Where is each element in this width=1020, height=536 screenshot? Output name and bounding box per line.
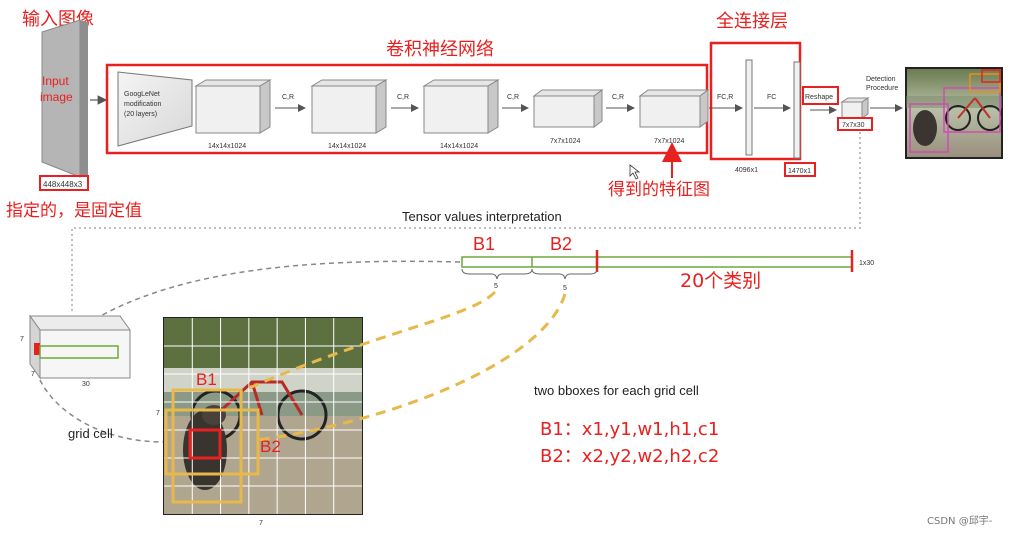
fc-arrow-1-label: FC,R (717, 94, 733, 101)
conv-block-2-dim: 14x14x1024 (328, 143, 366, 150)
cube-w-label: 7 (31, 371, 35, 378)
reshape-label: Reshape (805, 94, 833, 101)
svg-text:GoogLeNet: GoogLeNet (124, 91, 160, 98)
b2-link-curve (257, 293, 567, 442)
output-dim-label: 7x7x30 (842, 122, 865, 129)
grid-bbox-b1 (171, 388, 243, 504)
bbox-heading: two bboxes for each grid cell (534, 383, 699, 398)
tensor-b2-count: 5 (563, 285, 567, 292)
fixed-value-cn-label: 指定的，是固定值 (6, 201, 142, 221)
feature-map-cn-label: 得到的特征图 (608, 180, 710, 200)
input-image-slab: Input image (40, 19, 88, 178)
fc-dim-2-box (784, 162, 816, 177)
output-cube (840, 97, 870, 119)
conv-arrow-2-label: C,R (397, 94, 409, 101)
tensor-b1-label: B1 (473, 234, 495, 254)
grid-b2-label: B2 (260, 437, 281, 456)
conv-block-3-dim: 14x14x1024 (440, 143, 478, 150)
conv-blocks: 14x14x1024 C,R 14x14x1024 C,R 14x14x1024… (194, 79, 710, 150)
input-label-line1: Input (42, 74, 69, 88)
watermark: CSDN @邱宇- (927, 514, 993, 527)
input-size-box (39, 175, 89, 191)
tensor-bar (461, 250, 854, 272)
conv-block-2: 14x14x1024 (310, 79, 388, 150)
fc-cn-label: 全连接层 (716, 11, 788, 32)
fc-layer-1 (745, 59, 753, 156)
detection-line1: Detection (866, 76, 896, 83)
conv-arrow-4-label: C,R (612, 94, 624, 101)
brace-b2 (531, 268, 598, 280)
conv-block-5: 7x7x1024 (638, 89, 710, 145)
reshape-box (802, 86, 839, 105)
cnn-cn-label: 卷积神经网络 (386, 39, 494, 60)
output-dim-box (837, 117, 873, 131)
tensor-b1-count: 5 (494, 283, 498, 290)
svg-text:(20 layers): (20 layers) (124, 111, 157, 118)
fc-box (709, 41, 802, 161)
grid-b1-label: B1 (196, 370, 217, 389)
grid-photo (163, 317, 363, 515)
cursor-icon (629, 164, 641, 180)
grid-cell-label: grid cell (68, 426, 113, 441)
grid-side-label: 7 (156, 410, 160, 417)
fc-dim-2: 1470x1 (788, 168, 811, 175)
cube-h-label: 7 (20, 336, 24, 343)
googlenet-block: GoogLeNet modification (20 layers) (117, 71, 193, 147)
tensor-size-label: 1x30 (859, 260, 874, 267)
conv-block-3: 14x14x1024 (422, 79, 500, 150)
grid-bbox-b2 (164, 408, 260, 476)
conv-block-1-dim: 14x14x1024 (208, 143, 246, 150)
conv-arrow-1-label: C,R (282, 94, 294, 101)
detection-thumbnail (905, 67, 1003, 159)
bbox-line-2: B2：x2,y2,w2,h2,c2 (540, 446, 719, 467)
fc-arrow-2-label: FC (767, 94, 776, 101)
conv-block-5-dim: 7x7x1024 (654, 138, 684, 145)
output-tensor-cube (29, 314, 131, 380)
conv-arrow-3-label: C,R (507, 94, 519, 101)
input-label-line2: image (40, 90, 73, 104)
conv-block-1: 14x14x1024 (194, 79, 272, 150)
svg-text:modification: modification (124, 101, 161, 108)
grid-bottom-label: 7 (259, 520, 263, 527)
b1-link-curve (239, 290, 497, 394)
tensor-title: Tensor values interpretation (402, 209, 562, 224)
fc-dim-1: 4096x1 (735, 167, 758, 174)
twenty-classes-cn-label: 20个类别 (680, 270, 761, 292)
fc-layer-2 (793, 61, 801, 159)
detection-line2: Procedure (866, 85, 898, 92)
tensor-to-cube-curve (69, 260, 461, 336)
brace-b1 (461, 268, 533, 280)
grid-cell-highlight (188, 428, 222, 460)
bbox-line-1: B1：x1,y1,w1,h1,c1 (540, 419, 719, 440)
cube-d-label: 30 (82, 381, 90, 388)
conv-block-4: 7x7x1024 (532, 89, 604, 145)
tensor-b2-label: B2 (550, 234, 572, 254)
dotted-connector (71, 132, 861, 312)
input-size-label: 448x448x3 (43, 180, 83, 189)
conv-block-4-dim: 7x7x1024 (550, 138, 580, 145)
